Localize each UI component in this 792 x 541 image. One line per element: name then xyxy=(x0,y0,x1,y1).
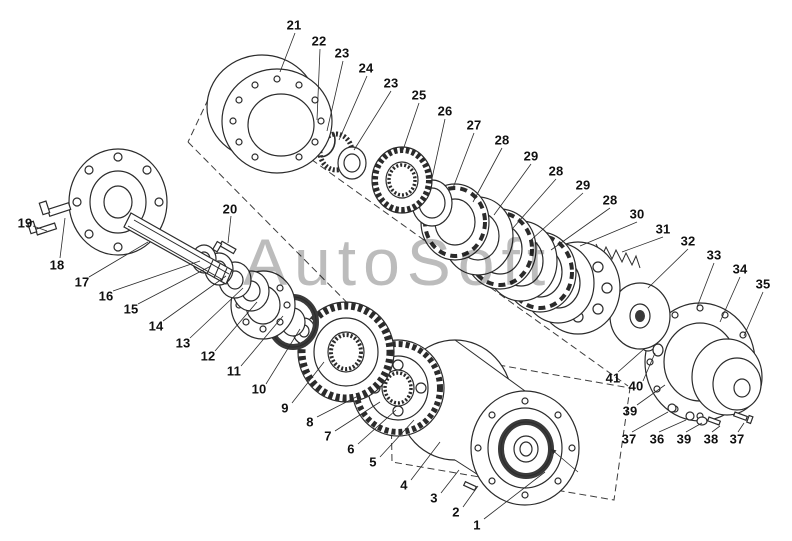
callout-label: 17 xyxy=(74,274,90,290)
callout-label: 4 xyxy=(400,477,408,493)
callout-label: 28 xyxy=(494,132,510,148)
drive-gear xyxy=(297,301,395,403)
callout-label: 28 xyxy=(548,163,564,179)
callout-label: 31 xyxy=(655,221,671,237)
callout-label: 28 xyxy=(602,192,618,208)
callout-label: 6 xyxy=(347,441,355,457)
callout-label: 8 xyxy=(306,414,314,430)
callout-label: 39 xyxy=(676,431,692,447)
callout-label: 40 xyxy=(628,378,644,394)
callout-label: 3 xyxy=(430,490,438,506)
callout-label: 2 xyxy=(452,504,460,520)
clutch-disc-pack xyxy=(420,183,595,324)
callout-label: 27 xyxy=(466,117,482,133)
callout-label: 21 xyxy=(286,17,302,33)
callout-label: 32 xyxy=(680,233,696,249)
callout-label: 34 xyxy=(732,261,748,277)
callout-label: 23 xyxy=(383,75,399,91)
pressure-disc-32 xyxy=(609,282,671,350)
callout-label: 29 xyxy=(523,148,539,164)
callout-label: 12 xyxy=(200,348,216,364)
callout-label: 37 xyxy=(621,431,637,447)
callout-label: 15 xyxy=(123,301,139,317)
callout-label: 33 xyxy=(706,247,722,263)
assembly-arrow xyxy=(550,448,579,473)
callout-label: 13 xyxy=(175,335,191,351)
callout-label: 7 xyxy=(324,428,332,444)
callout-label: 35 xyxy=(755,276,771,292)
callout-label: 1 xyxy=(473,517,481,533)
splined-gear-25 xyxy=(371,146,433,214)
brake-drum-housing xyxy=(397,339,580,506)
callout-label: 9 xyxy=(281,400,289,416)
callout-label: 41 xyxy=(605,370,621,386)
cover-fasteners-36-39 xyxy=(667,403,754,426)
callout-label: 10 xyxy=(251,381,267,397)
callout-label: 14 xyxy=(148,318,164,334)
callout-label: 19 xyxy=(17,215,33,231)
callout-label: 29 xyxy=(575,177,591,193)
callout-label: 20 xyxy=(222,201,238,217)
axle-shaft-flange xyxy=(26,148,233,285)
callout-label: 39 xyxy=(622,403,638,419)
callout-label: 36 xyxy=(649,431,665,447)
callout-label: 5 xyxy=(369,454,377,470)
callout-label: 26 xyxy=(437,103,453,119)
hub-cover xyxy=(644,302,763,426)
small-bolt-20 xyxy=(211,240,237,255)
leader-lines xyxy=(32,32,764,520)
callout-label: 16 xyxy=(98,288,114,304)
callout-label: 37 xyxy=(729,431,745,447)
callout-label: 18 xyxy=(49,257,65,273)
callout-label: 24 xyxy=(358,60,374,76)
callout-label: 11 xyxy=(226,363,242,379)
callout-label: 38 xyxy=(703,431,719,447)
callout-label: 25 xyxy=(411,87,427,103)
ring-housing-21 xyxy=(206,54,333,174)
flange-bolts-18-19 xyxy=(26,200,72,236)
callout-label: 22 xyxy=(311,33,327,49)
callout-label: 30 xyxy=(629,206,645,222)
callout-label: 23 xyxy=(334,45,350,61)
